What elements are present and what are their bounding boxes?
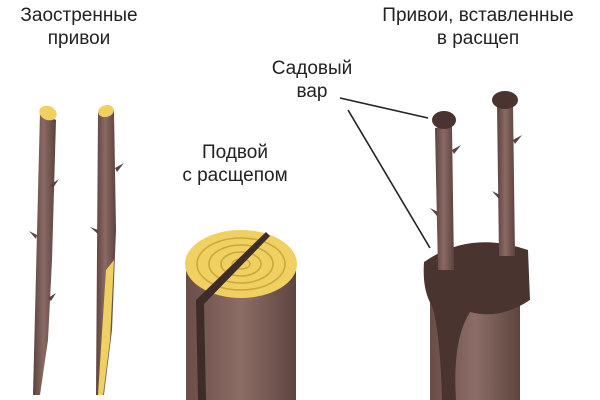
growth-ring [196,237,286,291]
garden-pitch-pointers [339,97,431,249]
growth-ring [208,244,274,284]
bud-icon [48,293,56,301]
label-line: Заостренные [20,5,138,26]
label-line: вар [296,81,328,102]
pointer-line [339,97,429,119]
label-garden-pitch: Садовый вар [262,57,362,103]
bud-icon [492,191,500,199]
bud-icon [29,231,37,239]
pitch-cap-icon [432,111,456,129]
label-inserted-scions: Привои, вставленные в расщеп [358,4,598,50]
label-line: привои [47,28,111,49]
label-line: с расщепом [182,165,288,186]
label-line: Садовый [271,58,353,79]
label-line: Привои, вставленные [382,5,574,26]
rootstock-split [196,232,270,400]
inserted-scion-left [435,126,454,270]
bud-icon [90,227,98,234]
sharpened-scion-left [29,105,59,395]
label-sharpened-scions: Заостренные привои [0,4,158,50]
label-line: Подвой [202,142,268,163]
sharpened-scion-right [90,104,124,395]
pointer-line [347,109,431,249]
bud-icon [513,135,522,144]
rootstock-bark [186,268,296,400]
bud-icon [430,208,438,216]
label-split-rootstock: Подвой с расщепом [160,141,310,187]
garden-pitch-coating [423,242,530,400]
bud-icon [452,145,461,154]
bud-icon [50,179,59,188]
growth-ring [220,251,262,277]
scion-top-cut [98,104,114,118]
bud-icon [115,163,124,172]
scion-wedge-cut [98,260,114,395]
scion-bark [33,112,56,395]
pitch-cap-icon [492,91,518,109]
inserted-scion-right [497,104,515,256]
scion-bark [96,110,116,395]
scion-top-cut [39,105,57,121]
rootstock-with-inserted-scions [423,91,530,400]
split-rootstock [185,230,297,400]
label-line: в расщеп [436,28,520,49]
